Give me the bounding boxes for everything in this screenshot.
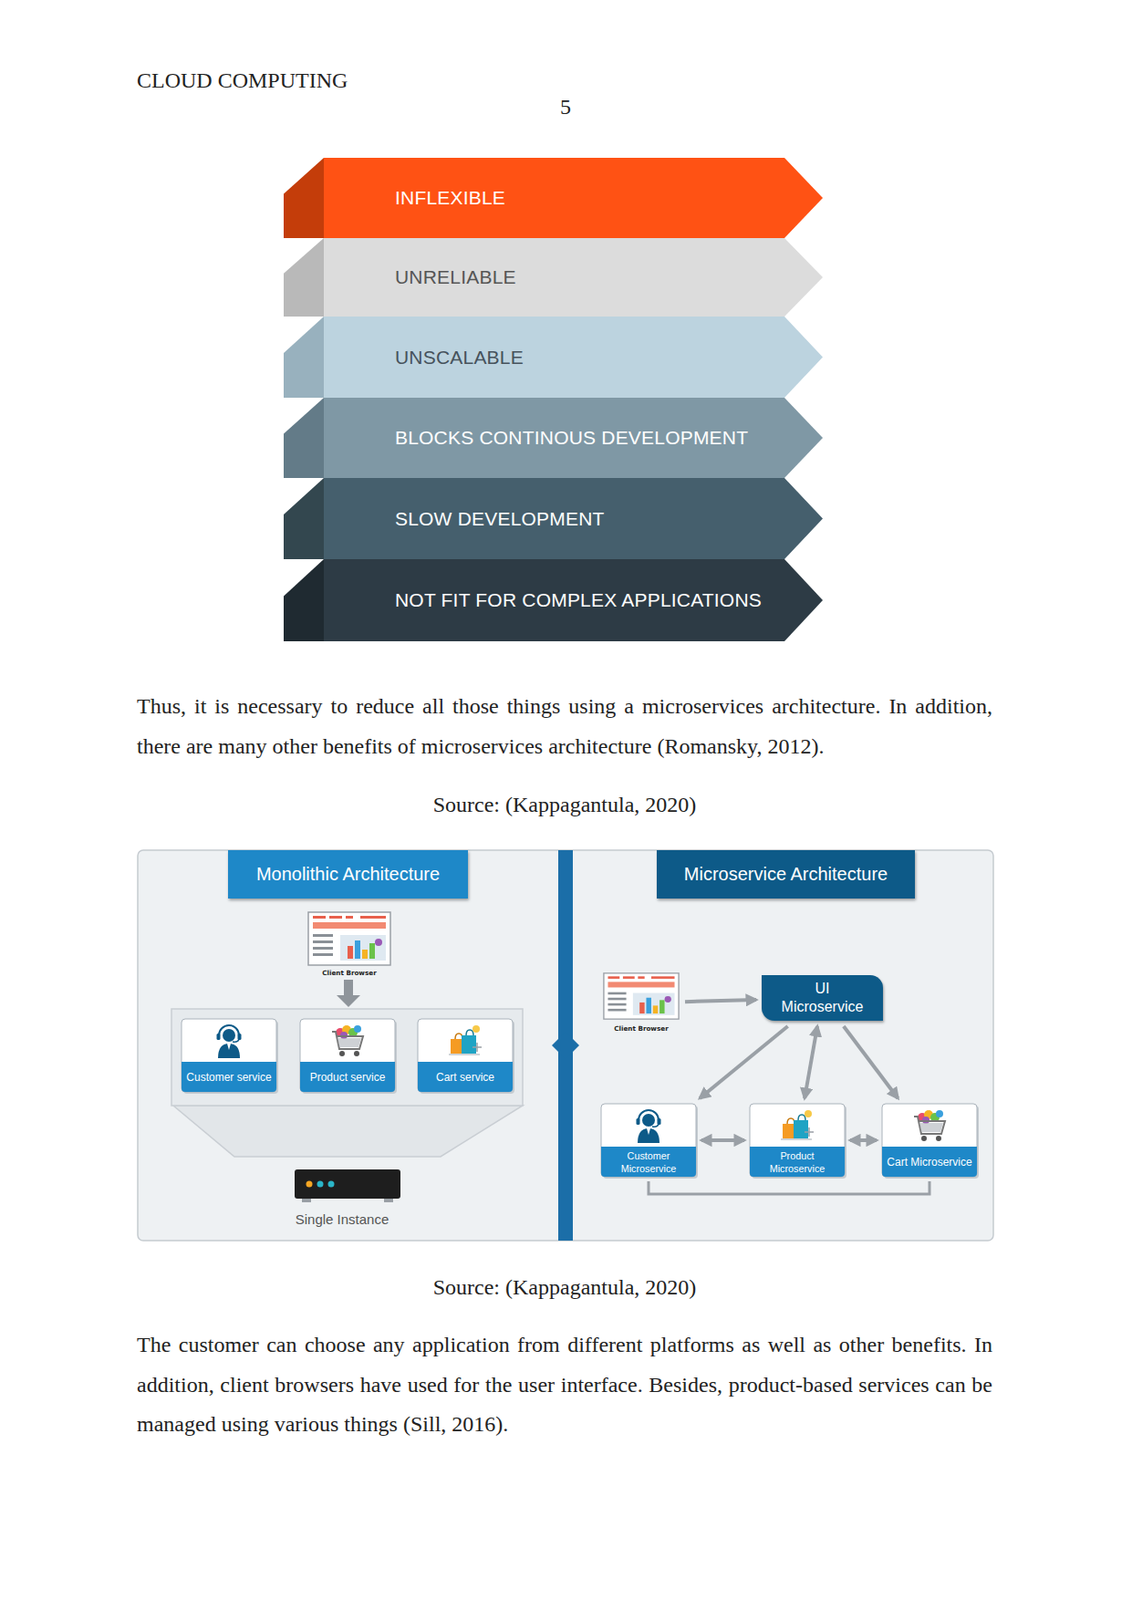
chevron-face: [323, 316, 823, 398]
chevron-fold: [283, 316, 324, 398]
bags-icon: [780, 1110, 814, 1141]
chevron-face: [323, 238, 823, 317]
chevron-fold: [283, 157, 324, 239]
connector: [648, 1181, 930, 1195]
node-text: Cart Microservice: [883, 1155, 975, 1169]
connector: [685, 999, 757, 1002]
page-number: 5: [519, 93, 612, 120]
node-text: Cart service: [433, 1070, 498, 1084]
chevron-shape: [283, 157, 823, 239]
ui-box: UI Microservice: [761, 975, 883, 1021]
chevron-face: [323, 157, 823, 239]
server-light: [328, 1181, 335, 1188]
browser-icon: [603, 973, 679, 1019]
node-text: Customer service: [183, 1070, 274, 1084]
card-label-strip: Product Microservice: [749, 1146, 845, 1177]
person-icon: [636, 1110, 662, 1143]
client-browser: Client Browser: [602, 972, 680, 1034]
cart-icon: [913, 1110, 946, 1142]
chevron-band: UNRELIABLE: [283, 238, 823, 317]
cards: [181, 1018, 979, 1179]
bags-icon: [448, 1025, 482, 1056]
card-label-strip: Cart Microservice: [882, 1146, 977, 1177]
figure-source: Source: (Kappagantula, 2020): [136, 784, 993, 825]
service-card: Product Microservice: [749, 1103, 845, 1177]
card-ground: [417, 1018, 513, 1092]
chevron-band: UNSCALABLE: [283, 316, 823, 398]
node-text: INFLEXIBLE: [394, 186, 506, 209]
chevron-band: SLOW DEVELOPMENT: [283, 477, 823, 560]
node-text: Microservice Architecture: [684, 863, 888, 885]
section-header: Monolithic Architecture: [228, 850, 468, 899]
server-icon: [294, 1169, 401, 1199]
chevron-fold: [283, 559, 324, 642]
chevron-fold: [283, 238, 324, 317]
service-card: Cart Microservice: [882, 1103, 977, 1177]
connector: [843, 1026, 899, 1099]
node-text: Product Microservice: [749, 1149, 845, 1175]
card-ground: [601, 1103, 696, 1177]
chevron-shape: [283, 316, 823, 398]
monolith-container: [171, 1008, 523, 1106]
cart-icon: [332, 1025, 364, 1057]
node-text: Product service: [307, 1070, 389, 1084]
chevron-band: BLOCKS CONTINOUS DEVELOPMENT: [283, 397, 823, 478]
running-header: CLOUD COMPUTING: [136, 67, 593, 94]
card-ground: [300, 1018, 395, 1092]
chevron-face: [323, 397, 823, 478]
node-text: UNSCALABLE: [394, 346, 524, 369]
body-paragraph: Thus, it is necessary to reduce all thos…: [136, 685, 993, 767]
card-ground: [181, 1018, 277, 1092]
node-text: UI Microservice: [775, 979, 871, 1017]
node-text: BLOCKS CONTINOUS DEVELOPMENT: [394, 426, 748, 449]
connector: [804, 1026, 818, 1099]
chevron-band: INFLEXIBLE: [283, 157, 823, 239]
funnel: [173, 1105, 523, 1157]
chevron-fold: [283, 477, 324, 560]
chevron-face: [323, 477, 823, 560]
card-ground: [749, 1103, 845, 1177]
client-browser: Client Browser: [307, 911, 392, 978]
node-text: Monolithic Architecture: [256, 863, 440, 885]
figure-source: Source: (Kappagantula, 2020): [136, 1267, 993, 1308]
service-card: Product service: [300, 1018, 395, 1092]
body-paragraph: The customer can choose any application …: [136, 1325, 993, 1445]
down-arrow-head: [336, 995, 361, 1008]
connector: [699, 1026, 788, 1099]
diagram-panel: [137, 850, 994, 1241]
card-ground: [882, 1103, 977, 1177]
monolith-group: [171, 979, 523, 1203]
chevron-fold: [283, 397, 324, 478]
panel-ground: [137, 850, 994, 1241]
connector: [850, 1138, 877, 1143]
node-text: UNRELIABLE: [394, 266, 517, 289]
chevron-face: [323, 559, 823, 642]
person-icon: [217, 1025, 242, 1059]
card-label-strip: Product service: [300, 1061, 395, 1092]
card-label-strip: Customer Microservice: [601, 1146, 696, 1177]
instance-label: Single Instance: [269, 1210, 416, 1229]
node-text: NOT FIT FOR COMPLEX APPLICATIONS: [394, 589, 762, 612]
card-label-strip: Customer service: [181, 1061, 277, 1092]
service-card: Customer service: [181, 1018, 277, 1092]
browser-icon: [308, 912, 391, 966]
card-label-strip: Cart service: [417, 1061, 513, 1092]
server-light: [317, 1181, 324, 1188]
chevron-band: NOT FIT FOR COMPLEX APPLICATIONS: [283, 559, 823, 642]
divider-diamond: [551, 1031, 580, 1060]
node-text: Client Browser: [613, 1023, 668, 1034]
icons: [217, 912, 946, 1143]
server-light: [306, 1181, 313, 1188]
node-text: Client Browser: [321, 967, 376, 978]
chevron-shape: [283, 238, 823, 317]
node-text: Customer Microservice: [601, 1149, 696, 1175]
node-text: SLOW DEVELOPMENT: [394, 508, 605, 530]
connector: [701, 1138, 745, 1143]
section-header: Microservice Architecture: [656, 850, 915, 899]
down-arrow-shaft: [343, 979, 354, 997]
service-card: Cart service: [417, 1018, 513, 1092]
service-card: Customer Microservice: [601, 1103, 696, 1177]
